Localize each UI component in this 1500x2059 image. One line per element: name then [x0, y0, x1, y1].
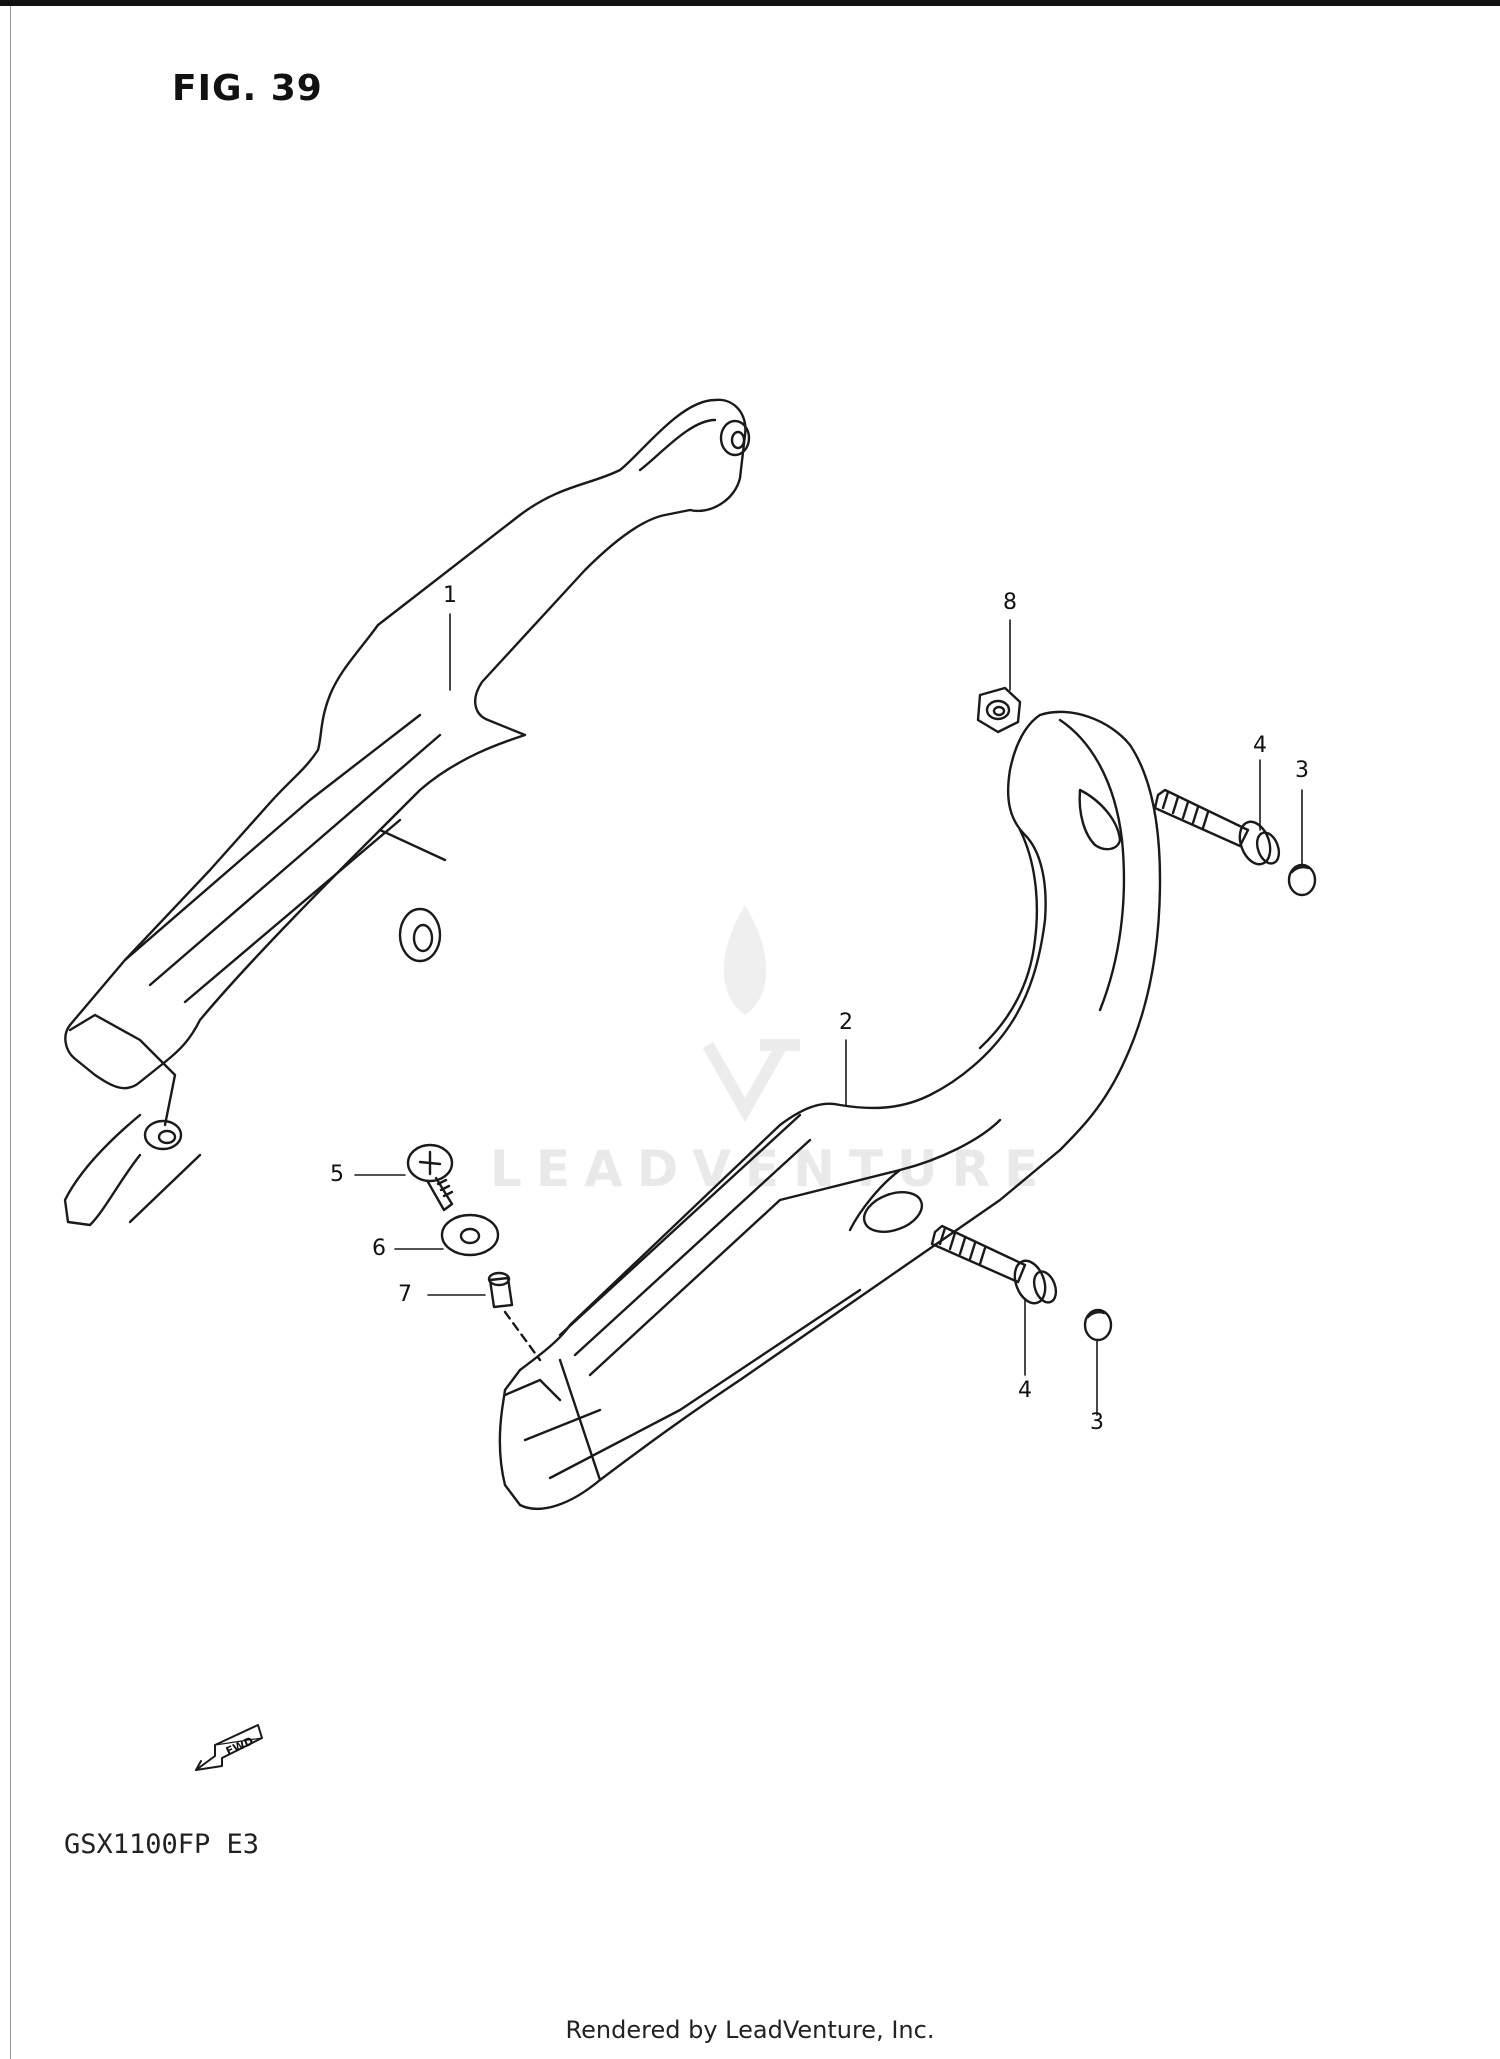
callout-4-upper: 4	[1253, 733, 1267, 758]
part-2-right-grab-rail	[498, 710, 1162, 1510]
callout-2: 2	[839, 1010, 853, 1035]
part-8-flange-nut	[976, 686, 1022, 734]
callout-5: 5	[330, 1162, 344, 1187]
page-left-border	[10, 6, 11, 2059]
callout-3-lower: 3	[1090, 1410, 1104, 1435]
part-5-screw	[406, 1143, 454, 1212]
model-label: GSX1100FP E3	[64, 1829, 260, 1860]
callout-6: 6	[372, 1236, 386, 1261]
part-4-flange-bolt-upper	[1153, 788, 1281, 866]
callout-1: 1	[443, 583, 457, 608]
part-3-cap-upper	[1287, 863, 1317, 897]
fwd-arrow-icon	[195, 1724, 263, 1771]
part-7-collar	[487, 1271, 542, 1362]
callout-leaders	[354, 613, 1303, 1416]
page-top-border	[0, 0, 1500, 6]
part-4-flange-bolt-lower	[930, 1224, 1058, 1305]
callout-4-lower: 4	[1018, 1378, 1032, 1403]
watermark-text: LEADVENTURE	[490, 1140, 1053, 1198]
part-6-washer	[440, 1213, 500, 1257]
footer-credit: Rendered by LeadVenture, Inc.	[565, 2016, 935, 2044]
part-3-cap-lower	[1083, 1308, 1113, 1342]
callout-7: 7	[398, 1282, 412, 1307]
callout-8: 8	[1003, 590, 1017, 615]
leadventure-logo	[702, 905, 800, 1123]
callout-3-upper: 3	[1295, 758, 1309, 783]
figure-title: FIG. 39	[172, 68, 323, 109]
part-1-left-grab-rail	[63, 398, 751, 1227]
